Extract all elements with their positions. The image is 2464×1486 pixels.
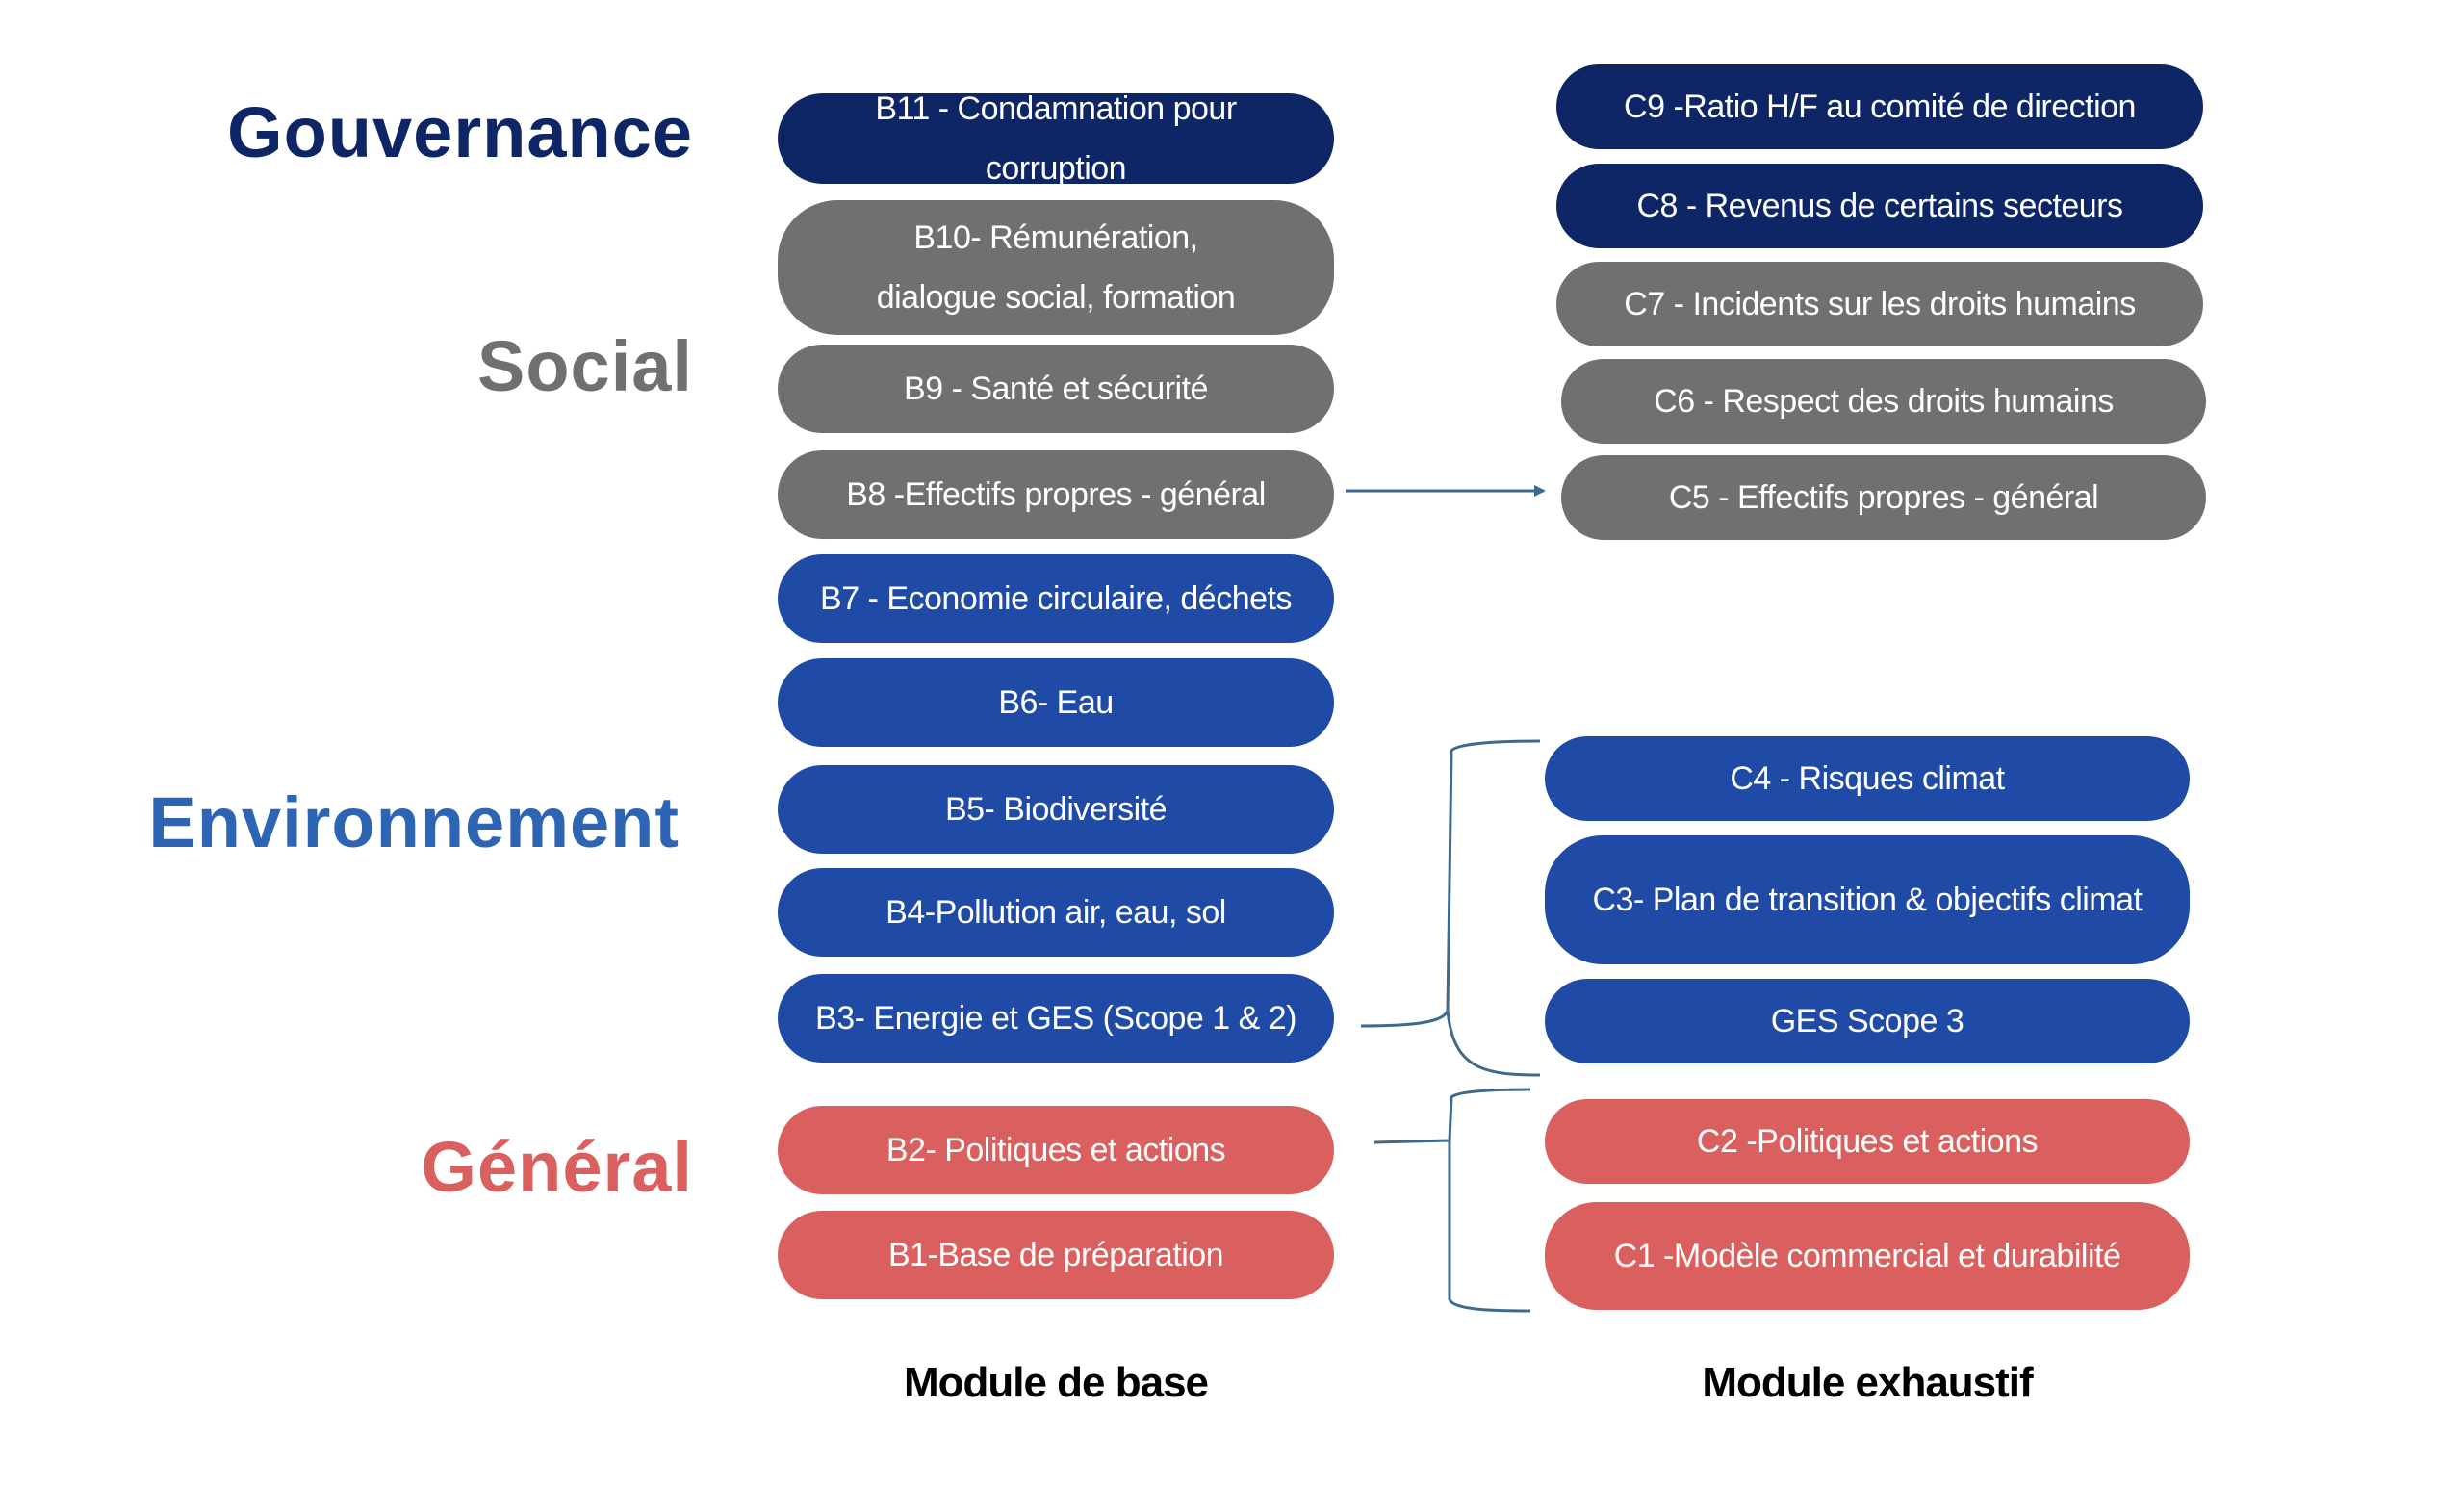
module-exhaustif-title: Module exhaustif [1702,1359,2033,1406]
module-item-c3: C3- Plan de transition & objectifs clima… [1545,835,2190,964]
module-item-c2: C2 -Politiques et actions [1545,1099,2190,1184]
module-item-b8: B8 -Effectifs propres - général [778,450,1334,539]
module-item-c4: C4 - Risques climat [1545,736,2190,821]
module-item-b7: B7 - Economie circulaire, déchets [778,554,1334,643]
module-item-b2: B2- Politiques et actions [778,1106,1334,1194]
category-social: Social [477,326,693,406]
module-item-c6: C6 - Respect des droits humains [1561,359,2206,444]
module-item-b11: B11 - Condamnation pour corruption [778,90,1334,187]
module-item-b3: B3- Energie et GES (Scope 1 & 2) [778,974,1334,1063]
category-general: Général [421,1127,693,1207]
module-item-b1: B1-Base de préparation [778,1211,1334,1299]
module-item-b9: B9 - Santé et sécurité [778,345,1334,433]
module-item-b6: B6- Eau [778,658,1334,747]
module-item-b4: B4-Pollution air, eau, sol [778,868,1334,957]
module-item-c5: C5 - Effectifs propres - général [1561,455,2206,540]
category-gouvernance: Gouvernance [227,92,693,172]
brace-climate [1360,739,1541,1077]
brace-general [1373,1088,1531,1313]
module-item-c9: C9 -Ratio H/F au comité de direction [1556,64,2203,149]
module-item-b10: B10- Rémunération, dialogue social, form… [778,200,1334,335]
module-item-ges-scope-3: GES Scope 3 [1545,979,2190,1063]
module-item-c8: C8 - Revenus de certains secteurs [1556,164,2203,248]
module-item-c1: C1 -Modèle commercial et durabilité [1545,1202,2190,1310]
module-base-title: Module de base [903,1359,1209,1406]
module-item-b5: B5- Biodiversité [778,765,1334,854]
category-environnement: Environnement [148,782,680,862]
module-item-c7: C7 - Incidents sur les droits humains [1556,262,2203,346]
